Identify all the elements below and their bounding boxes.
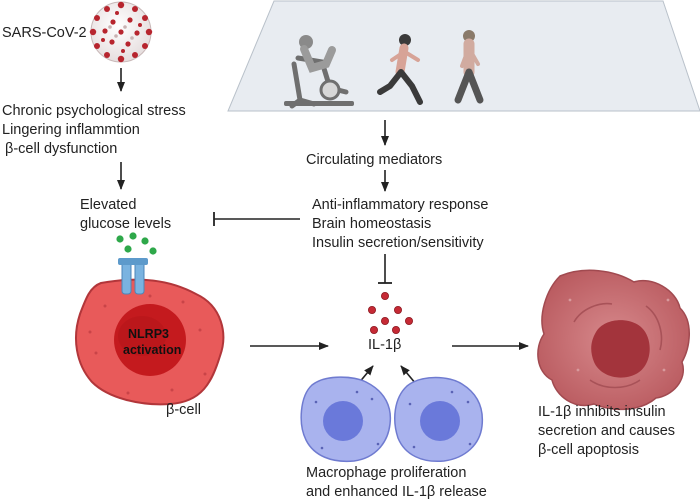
walker-icon [454,30,484,104]
arrow-macrophage-right-to-il1b [400,365,417,385]
apoptosis-line-3: β-cell apoptosis [538,442,640,458]
apoptosis-line-1: IL-1β inhibits insulin [538,404,666,420]
macrophage-icon [394,376,484,463]
effect-line-1: Anti-inflammatory response [312,197,489,213]
glucose-line-1: Elevated [80,197,137,213]
il1b-dots [367,291,413,334]
runner-icon [377,34,423,105]
nlrp3-line-1: NLRP3 [128,327,169,341]
effect-line-3: Insulin secretion/sensitivity [312,235,484,251]
stress-line-2: Lingering inflammtion [2,122,140,138]
macrophage-line-2: and enhanced IL-1β release [306,484,487,500]
glucose-dots [116,232,157,255]
virus-label: SARS-CoV-2 [2,25,87,41]
glucose-transporter-icon [118,258,148,295]
beta-cell-icon [75,278,225,406]
apoptotic-cell-icon [537,269,690,411]
stationary-bike-icon [284,35,354,109]
inhibit-effects-to-il1b [378,254,392,284]
stress-line-3: β-cell dysfunction [5,141,118,157]
effect-line-2: Brain homeostasis [312,216,432,232]
nlrp3-line-2: activation [123,343,182,357]
glucose-line-2: glucose levels [80,216,172,232]
apoptosis-line-2: secretion and causes [538,423,676,439]
stress-line-1: Chronic psychological stress [2,103,186,119]
il1b-label: IL-1β [368,337,402,353]
inhibit-effects-to-glucose [213,212,300,226]
macrophage-line-1: Macrophage proliferation [306,465,467,481]
macrophage-icon [300,376,392,463]
mediators-label: Circulating mediators [306,152,443,168]
beta-cell-label: β-cell [166,402,201,418]
virus-icon [89,1,153,63]
